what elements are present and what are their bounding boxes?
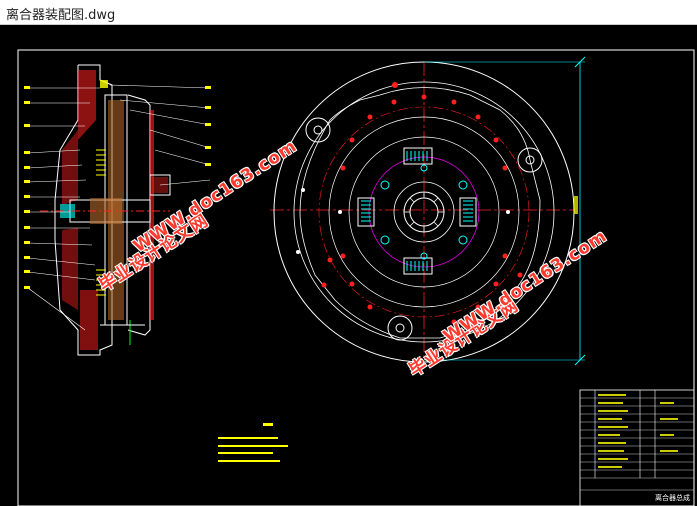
cad-drawing: 离合器总成: [17, 49, 695, 506]
drawing-frame: [17, 49, 695, 506]
cad-viewport[interactable]: 离合器总成 毕业设计论文网 WWW.doc163.com 毕业设计论文网 WWW…: [0, 25, 697, 506]
title-block-name: 离合器总成: [655, 493, 690, 502]
window-titlebar: 离合器装配图.dwg: [0, 0, 697, 25]
title-block: 离合器总成: [579, 389, 695, 506]
section-view: [24, 64, 211, 356]
front-view: [270, 56, 586, 366]
window-title: 离合器装配图.dwg: [6, 8, 116, 23]
tech-notes: [218, 423, 288, 462]
